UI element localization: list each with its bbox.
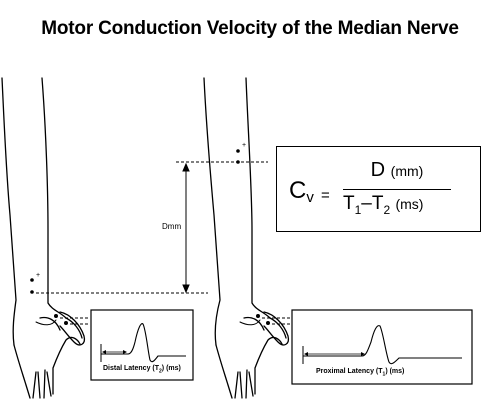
distance-arrow: [182, 162, 190, 294]
left-recording-dot-2: [64, 321, 68, 325]
formula-lhs-symbol: C: [289, 177, 307, 204]
formula-denominator: T1–T2 (ms): [343, 193, 463, 217]
right-arm-outer-edge: [203, 77, 221, 346]
distance-arrow-head-up: [182, 162, 190, 172]
right-arm: [203, 77, 290, 399]
distal-waveform-panel: [90, 309, 194, 381]
formula-t2-sub: 2: [383, 202, 391, 217]
wrist-stim-dot-upper: [30, 278, 34, 282]
reference-lines: [36, 161, 292, 325]
left-arm: [1, 77, 86, 399]
formula-equals: =: [321, 187, 330, 204]
distal-latency-unit: ) (ms): [161, 365, 181, 372]
proximal-latency-label: Proximal Latency (T1) (ms): [316, 368, 404, 377]
right-palm-crease: [239, 319, 261, 326]
left-palm-crease: [35, 319, 57, 326]
distal-latency-text: Distal Latency (T: [103, 365, 160, 372]
formula-denominator-unit: (ms): [395, 196, 424, 212]
proximal-plus-mark: +: [242, 142, 246, 149]
right-hand: [215, 316, 287, 399]
proximal-waveform-panel: [291, 309, 473, 385]
proximal-latency-arrow-right: [361, 352, 365, 356]
proximal-latency-text: Proximal Latency (T: [316, 368, 383, 375]
distance-arrow-head-down: [182, 284, 190, 294]
formula-lhs-sub: v: [306, 189, 314, 206]
distal-latency-arrow-left: [102, 350, 106, 354]
proximal-waveform-box: [291, 309, 473, 385]
formula-numerator-unit: (mm): [390, 163, 424, 179]
formula-box: Cv = D (mm) T1–T2 (ms): [276, 146, 481, 232]
formula-t1-sub: 1: [354, 202, 362, 217]
right-recording-dot-1: [256, 314, 260, 318]
left-recording-dot-1: [54, 314, 58, 318]
proximal-latency-sub: 1: [382, 371, 386, 378]
formula-lhs: Cv: [289, 177, 314, 206]
left-arm-inner-edge: [41, 77, 67, 319]
formula-numerator-symbol: D: [370, 159, 386, 181]
proximal-waveform-trace: [303, 325, 462, 365]
right-thumb: [263, 311, 290, 346]
proximal-latency-arrow-left: [304, 352, 308, 356]
right-recording-dot-2: [266, 321, 270, 325]
proximal-latency-unit: ) (ms): [385, 368, 405, 375]
distal-latency-sub: 2: [159, 368, 162, 375]
distance-label: Dmm: [162, 222, 182, 231]
formula-t2: T: [371, 193, 384, 214]
wrist-plus-mark: +: [36, 272, 40, 279]
left-thumb: [59, 311, 86, 346]
formula-numerator: D (mm): [343, 159, 451, 182]
distal-waveform-trace: [101, 323, 186, 363]
proximal-stim-dot-upper: [236, 149, 240, 153]
formula-dash: –: [361, 193, 372, 214]
formula-t1: T: [343, 193, 355, 214]
wrist-stim-dot-lower: [30, 290, 34, 294]
distal-latency-label: Distal Latency (T2) (ms): [103, 365, 181, 374]
left-hand: [13, 316, 83, 399]
distal-latency-arrow-right: [123, 350, 127, 354]
left-arm-outer-edge: [1, 77, 17, 346]
formula-fraction-line: [343, 189, 451, 190]
distal-waveform-box: [90, 309, 194, 381]
figure-title: Motor Conduction Velocity of the Median …: [41, 18, 459, 39]
right-arm-inner-edge: [245, 77, 271, 319]
electrodes: [30, 149, 270, 325]
